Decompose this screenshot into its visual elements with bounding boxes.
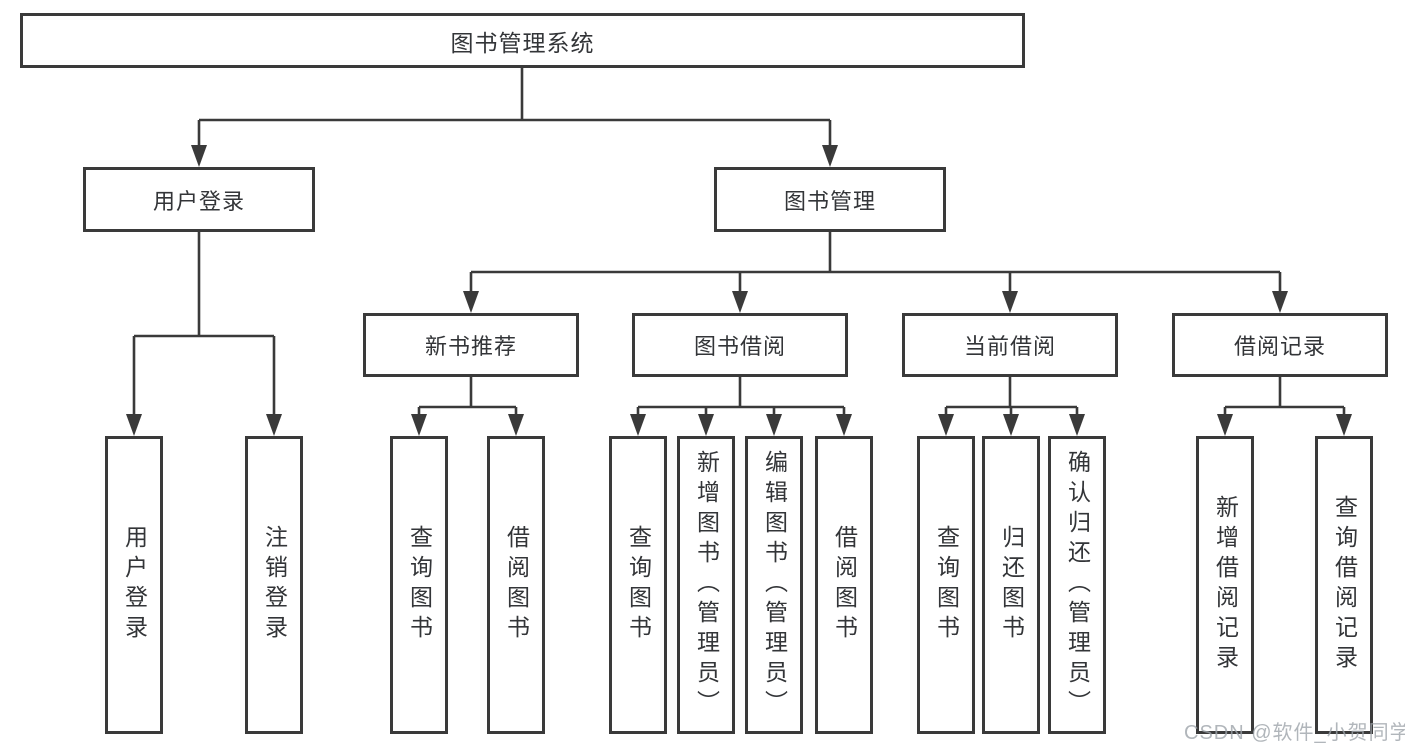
- leaf-cb-confirm-return-admin-label: 确认归还（管理员）: [1064, 450, 1091, 720]
- arrowhead-cb-return-books: [1003, 414, 1019, 436]
- node-new-book-recommend-label: 新书推荐: [424, 334, 517, 359]
- node-borrow-records: 借阅记录: [1172, 313, 1388, 377]
- node-book-management: 图书管理: [714, 167, 946, 232]
- arrowhead-user-login: [191, 145, 207, 167]
- leaf-nbr-borrow-books: 借阅图书: [487, 436, 545, 734]
- leaf-br-add-record-label: 新增借阅记录: [1212, 495, 1239, 675]
- leaf-bb-borrow-books: 借阅图书: [815, 436, 873, 734]
- arrowhead-bb-borrow-books: [836, 414, 852, 436]
- connector-borrow-records-children: [1223, 377, 1346, 419]
- arrowhead-nbr-borrow-books: [508, 414, 524, 436]
- node-book-borrow: 图书借阅: [632, 313, 848, 377]
- leaf-bb-edit-books-admin-label: 编辑图书（管理员）: [761, 450, 788, 720]
- leaf-cb-confirm-return-admin: 确认归还（管理员）: [1048, 436, 1106, 734]
- arrowhead-br-query-record: [1336, 414, 1352, 436]
- leaf-nbr-query-books: 查询图书: [390, 436, 448, 734]
- arrowhead-leaf-logout: [266, 414, 282, 436]
- arrowhead-cb-query-books: [938, 414, 954, 436]
- arrowhead-bb-add-books: [698, 414, 714, 436]
- leaf-bb-query-books-label: 查询图书: [625, 525, 652, 645]
- arrowhead-br-add-record: [1217, 414, 1233, 436]
- leaf-logout-label: 注销登录: [261, 525, 288, 645]
- node-user-login-label: 用户登录: [152, 188, 245, 214]
- leaf-nbr-query-books-label: 查询图书: [406, 525, 433, 645]
- connector-user-login-children: [132, 232, 276, 419]
- node-current-borrow-label: 当前借阅: [963, 334, 1056, 359]
- arrowhead-nbr-query-books: [411, 414, 427, 436]
- node-new-book-recommend: 新书推荐: [363, 313, 579, 377]
- leaf-bb-add-books-admin-label: 新增图书（管理员）: [693, 450, 720, 720]
- node-book-borrow-label: 图书借阅: [693, 334, 786, 359]
- node-current-borrow: 当前借阅: [902, 313, 1118, 377]
- arrowhead-bb-edit-books: [766, 414, 782, 436]
- leaf-logout: 注销登录: [245, 436, 303, 734]
- leaf-cb-return-books-label: 归还图书: [998, 525, 1025, 645]
- leaf-user-login-label: 用户登录: [121, 525, 148, 645]
- arrowhead-bb-query-books: [630, 414, 646, 436]
- arrowhead-leaf-user-login: [126, 414, 142, 436]
- connector-book-borrow-children: [636, 377, 846, 419]
- connector-current-borrow-children: [944, 377, 1079, 419]
- node-book-management-label: 图书管理: [783, 188, 876, 214]
- node-user-login: 用户登录: [83, 167, 315, 232]
- leaf-bb-query-books: 查询图书: [609, 436, 667, 734]
- leaf-cb-return-books: 归还图书: [982, 436, 1040, 734]
- leaf-bb-edit-books-admin: 编辑图书（管理员）: [745, 436, 803, 734]
- leaf-br-add-record: 新增借阅记录: [1196, 436, 1254, 734]
- leaf-cb-query-books-label: 查询图书: [933, 525, 960, 645]
- leaf-br-query-record: 查询借阅记录: [1315, 436, 1373, 734]
- arrowhead-current-borrow: [1002, 291, 1018, 313]
- leaf-user-login: 用户登录: [105, 436, 163, 734]
- leaf-nbr-borrow-books-label: 借阅图书: [503, 525, 530, 645]
- leaf-bb-borrow-books-label: 借阅图书: [831, 525, 858, 645]
- csdn-watermark: CSDN @软件_小贺同学: [1184, 722, 1405, 744]
- arrowhead-cb-confirm-return: [1069, 414, 1085, 436]
- connector-new-book-recommend-children: [417, 377, 518, 419]
- leaf-br-query-record-label: 查询借阅记录: [1331, 495, 1358, 675]
- node-borrow-records-label: 借阅记录: [1233, 334, 1326, 359]
- arrowhead-book-management: [822, 145, 838, 167]
- connector-book-management-children: [469, 232, 1282, 296]
- node-root-library-system: 图书管理系统: [20, 13, 1025, 68]
- connector-root-to-level2: [197, 68, 832, 150]
- node-root-label: 图书管理系统: [450, 29, 595, 56]
- leaf-bb-add-books-admin: 新增图书（管理员）: [677, 436, 735, 734]
- arrowhead-new-book-recommend: [463, 291, 479, 313]
- leaf-cb-query-books: 查询图书: [917, 436, 975, 734]
- arrowhead-book-borrow: [732, 291, 748, 313]
- arrowhead-borrow-records: [1272, 291, 1288, 313]
